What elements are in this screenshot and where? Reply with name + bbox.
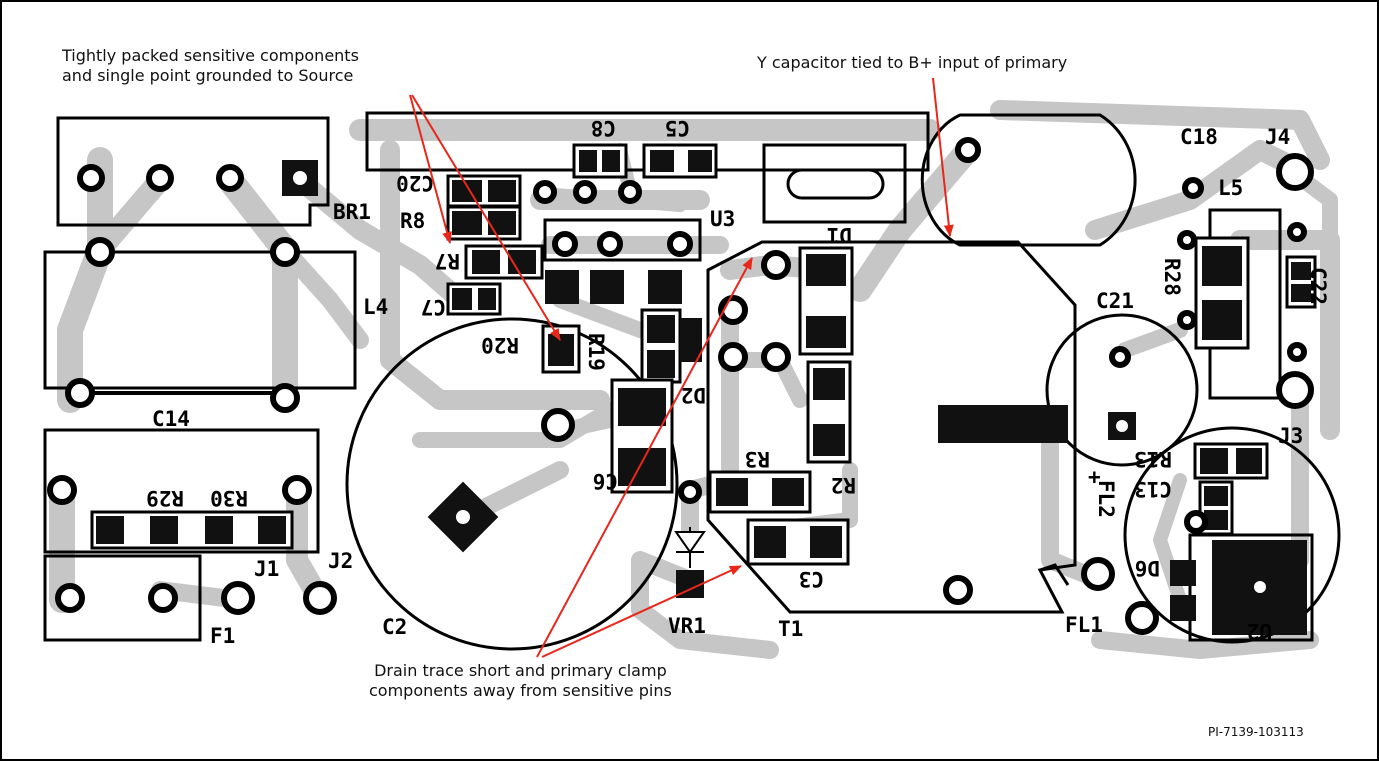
label-r29: R29: [146, 486, 184, 510]
annotation-sensitive-components: Tightly packed sensitive components and …: [62, 46, 359, 86]
label-c18: C18: [1180, 125, 1218, 149]
u3-outline: [543, 218, 702, 262]
arrow-to-r7: [409, 94, 452, 244]
label-j2: J2: [328, 549, 353, 573]
through-hole-pads: [47, 137, 1314, 635]
label-l5: L5: [1218, 176, 1243, 200]
label-r2: R2: [831, 473, 856, 497]
label-vr1: VR1: [668, 614, 706, 638]
label-l4: L4: [363, 295, 388, 319]
label-c21: C21: [1096, 289, 1134, 313]
label-fl2: FL2: [1094, 480, 1118, 518]
arrow-to-ycap: [932, 77, 954, 237]
label-fl1: FL1: [1065, 613, 1103, 637]
r29-r30-outline: [43, 428, 320, 554]
arrow-to-clamp: [541, 565, 742, 658]
label-f1: F1: [210, 624, 235, 648]
arrow-to-drain: [536, 257, 753, 658]
c18-outline: [920, 113, 1137, 247]
annotation-drain-trace: Drain trace short and primary clamp comp…: [369, 661, 672, 701]
label-r19: R19: [584, 333, 608, 371]
label-r13: R13: [1134, 447, 1172, 471]
label-c3: C3: [799, 567, 824, 591]
label-c7: C7: [421, 295, 446, 319]
c22-outline: [1285, 255, 1317, 309]
designator-labels: BR1 C14 R29 R30 J1 J2 F1 C2 C20 R8 R7 L4…: [146, 116, 1330, 648]
top-strip-outline: [365, 111, 930, 172]
label-d1: D1: [827, 223, 852, 247]
component-pads: [90, 143, 1311, 635]
label-c5: C5: [665, 116, 690, 140]
label-t1: T1: [778, 617, 803, 641]
label-r3: R3: [745, 447, 770, 471]
silkscreen-outlines: [43, 111, 1341, 651]
br1-outline: [56, 116, 330, 227]
label-r8: R8: [400, 209, 425, 233]
label-c2: C2: [382, 615, 407, 639]
annotation-drain-line2: components away from sensitive pins: [369, 681, 672, 700]
label-r20: R20: [481, 333, 519, 357]
annotation-sensitive-line2: and single point grounded to Source: [62, 66, 354, 85]
d1-outline: [762, 143, 907, 224]
label-c8: C8: [591, 116, 616, 140]
c2-outline: [345, 317, 679, 651]
label-plus: +: [1088, 465, 1101, 489]
label-br1: BR1: [333, 200, 371, 224]
label-c14: C14: [152, 407, 190, 431]
label-c20: C20: [396, 171, 434, 195]
label-r30: R30: [210, 486, 248, 510]
label-j3: J3: [1278, 424, 1303, 448]
annotation-sensitive-line1: Tightly packed sensitive components: [62, 46, 359, 65]
label-r7: R7: [435, 249, 460, 273]
c21-outline: [1045, 313, 1199, 467]
c14-outline: [43, 250, 357, 390]
annotation-ycap: Y capacitor tied to B+ input of primary: [757, 53, 1068, 72]
label-r28: R28: [1160, 258, 1184, 296]
label-c6: C6: [593, 469, 618, 493]
label-d2: D2: [681, 383, 706, 407]
label-j1: J1: [254, 557, 279, 581]
label-j4: J4: [1265, 125, 1290, 149]
label-u2: U2: [1247, 619, 1272, 643]
label-d6: D6: [1135, 556, 1160, 580]
label-u3: U3: [710, 207, 735, 231]
figure-id: PI-7139-103113: [1208, 725, 1304, 739]
label-c22: C22: [1306, 267, 1330, 305]
annotation-arrows: [409, 77, 954, 658]
arrow-to-r20: [411, 94, 561, 341]
label-c13: C13: [1134, 477, 1172, 501]
annotation-drain-line1: Drain trace short and primary clamp: [374, 661, 667, 680]
j3-outline: [1123, 426, 1341, 644]
j1-outline: [43, 554, 202, 642]
copper-traces: [49, 100, 1340, 659]
